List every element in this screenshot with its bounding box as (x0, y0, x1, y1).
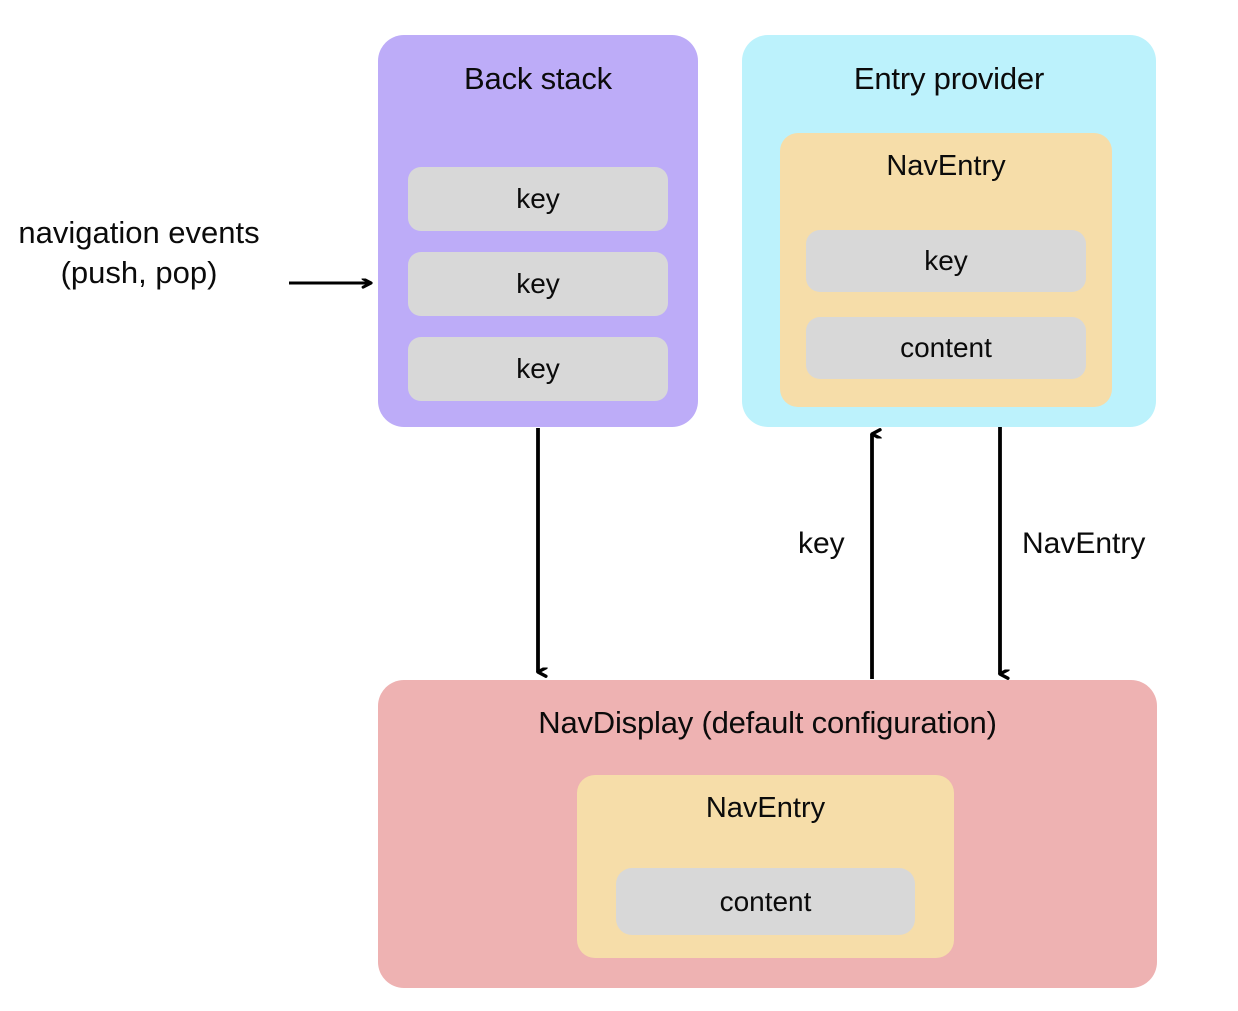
edge-label-nav-entry: NavEntry (1022, 527, 1146, 560)
entry-provider-container: Entry provider NavEntry key content (742, 35, 1156, 427)
entry-provider-nav-entry-title: NavEntry (886, 150, 1006, 182)
nav-display-container: NavDisplay (default configuration) NavEn… (378, 680, 1157, 988)
nav-display-nav-entry-slots: content (616, 868, 915, 935)
entry-provider-nav-entry-card: NavEntry key content (780, 133, 1112, 407)
nav-display-nav-entry-title: NavEntry (705, 792, 826, 824)
nav-display-nav-entry-card: NavEntry content (577, 775, 954, 958)
entry-provider-nav-entry-slots: key content (806, 230, 1086, 379)
nav-display-slot-content[interactable]: content (616, 868, 915, 935)
navigation-events-label: navigation events (push, pop) (18, 215, 260, 290)
nav-display-title: NavDisplay (default configuration) (538, 705, 997, 740)
entry-provider-slot-key[interactable]: key (806, 230, 1086, 292)
back-stack-key-list: key key key (408, 167, 668, 401)
entry-provider-slot-content[interactable]: content (806, 317, 1086, 379)
back-stack-key-item[interactable]: key (408, 337, 668, 401)
back-stack-container: Back stack key key key (378, 35, 698, 427)
back-stack-key-item[interactable]: key (408, 252, 668, 316)
back-stack-key-item[interactable]: key (408, 167, 668, 231)
edge-label-key: key (798, 527, 845, 560)
entry-provider-title: Entry provider (853, 61, 1045, 96)
back-stack-title: Back stack (464, 61, 612, 96)
